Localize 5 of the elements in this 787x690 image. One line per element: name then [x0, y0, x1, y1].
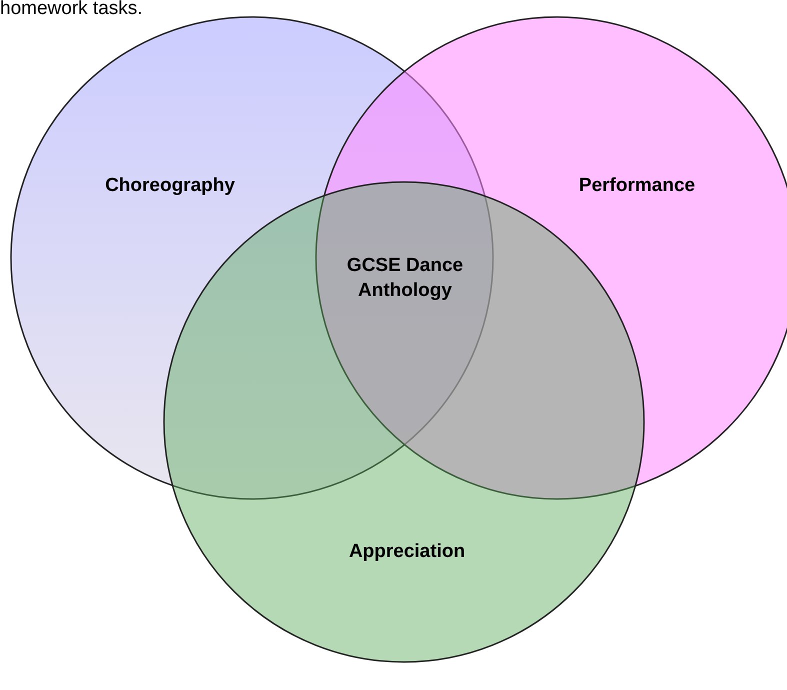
overlap-label: GCSE Dance Anthology	[346, 254, 464, 303]
set-label: Appreciation	[348, 541, 466, 563]
set-label: Choreography	[105, 175, 235, 197]
caption-text: homework tasks.	[0, 0, 143, 20]
set-label: Performance	[578, 175, 696, 197]
